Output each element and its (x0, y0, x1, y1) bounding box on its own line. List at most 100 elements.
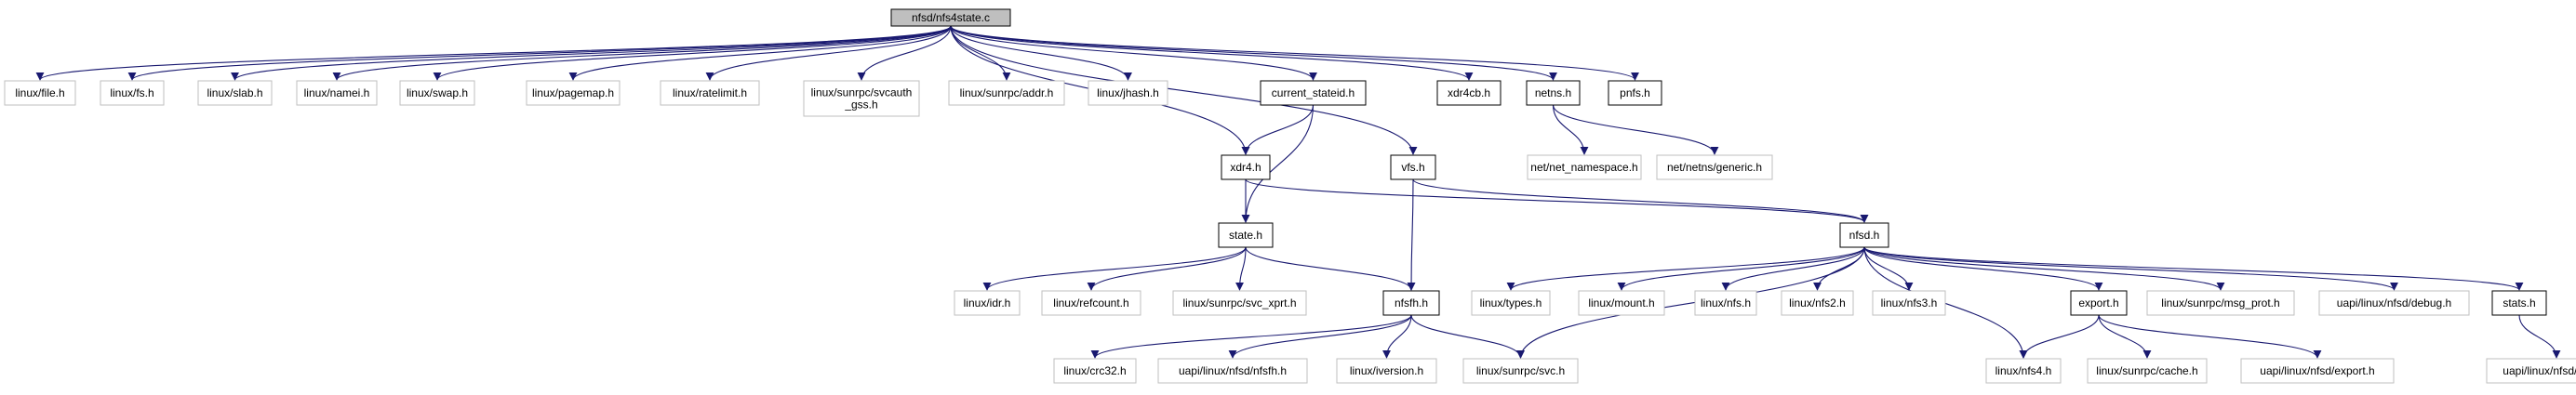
node-box (1526, 80, 1581, 106)
node-box (2240, 358, 2395, 384)
node-label: netns.h (1535, 86, 1571, 99)
edge-nfsd-to-sunrpc-svc (1516, 246, 1865, 359)
node-label: linux/mount.h (1588, 296, 1654, 309)
node-label: vfs.h (1401, 161, 1424, 174)
node-box (1527, 154, 1642, 180)
node-box (4, 80, 76, 106)
node-label: linux/refcount.h (1053, 296, 1128, 309)
node-box (1694, 290, 1757, 316)
node-uapi-nfsfh: uapi/linux/nfsd/nfsfh.h (1157, 358, 1308, 384)
node-linux-idr: linux/idr.h (954, 290, 1021, 316)
node-box (1656, 154, 1773, 180)
node-box (1172, 290, 1307, 316)
node-box (2146, 290, 2295, 316)
node-label: uapi/linux/nfsd/debug.h (2337, 296, 2451, 309)
edge-root-to-linux-file (35, 25, 952, 81)
edge-nfsfh-to-linux-iversion (1382, 314, 1412, 359)
edge-root-to-linux-fs (127, 25, 952, 81)
node-label: linux/sunrpc/addr.h (960, 86, 1054, 99)
node-label: linux/namei.h (304, 86, 370, 99)
edge-export-to-sunrpc-cache (2098, 314, 2152, 359)
node-export[interactable]: export.h (2070, 290, 2128, 316)
node-pnfs[interactable]: pnfs.h (1608, 80, 1662, 106)
edge-nfsd-to-linux-nfs3 (1863, 246, 1914, 291)
edge-root-to-linux-pagemap (568, 25, 952, 81)
node-state[interactable]: state.h (1218, 222, 1274, 248)
edges-layer (35, 25, 2561, 359)
node-vfs[interactable]: vfs.h (1390, 154, 1436, 180)
node-xdr4[interactable]: xdr4.h (1221, 154, 1271, 180)
node-linux-swap: linux/swap.h (399, 80, 475, 106)
node-uapi-debug: uapi/linux/nfsd/debug.h (2318, 290, 2470, 316)
node-box (1781, 290, 1854, 316)
edge-netns-to-net-namespace (1552, 104, 1589, 155)
node-stats[interactable]: stats.h (2491, 290, 2547, 316)
node-linux-nfs2: linux/nfs2.h (1781, 290, 1854, 316)
edge-root-to-current-stateid (950, 25, 1317, 81)
node-label: stats.h (2503, 296, 2535, 309)
node-label: linux/jhash.h (1097, 86, 1159, 99)
node-svc-xprt: linux/sunrpc/svc_xprt.h (1172, 290, 1307, 316)
edge-netns-to-netns-generic (1552, 104, 1719, 155)
node-label: _gss.h (844, 99, 877, 112)
node-box (1608, 80, 1662, 106)
node-linux-file: linux/file.h (4, 80, 76, 106)
node-box (1053, 358, 1137, 384)
edge-nfsd-to-msg-prot (1863, 246, 2225, 291)
edge-export-to-linux-nfs4 (2019, 314, 2100, 359)
node-box (1336, 358, 1437, 384)
edge-state-to-svc-xprt (1235, 246, 1247, 291)
edge-nfsd-to-linux-mount (1617, 246, 1865, 291)
node-sunrpc-addr: linux/sunrpc/addr.h (948, 80, 1065, 106)
node-box (399, 80, 475, 106)
node-netns[interactable]: netns.h (1526, 80, 1581, 106)
node-box (2491, 290, 2547, 316)
edge-root-to-linux-namei (332, 25, 952, 81)
edge-nfsfh-to-uapi-nfsfh (1228, 314, 1412, 359)
node-label: linux/file.h (15, 86, 64, 99)
node-root[interactable]: nfsd/nfs4state.c (890, 8, 1011, 27)
node-box (1839, 222, 1889, 248)
node-label: uapi/linux/nfsd/stats.h (2503, 364, 2576, 377)
node-linux-iversion: linux/iversion.h (1336, 358, 1437, 384)
node-label: linux/ratelimit.h (673, 86, 747, 99)
edge-nfsd-to-linux-nfs (1721, 246, 1865, 291)
node-linux-fs: linux/fs.h (100, 80, 165, 106)
node-nfsd[interactable]: nfsd.h (1839, 222, 1889, 248)
node-label: net/net_namespace.h (1530, 161, 1637, 174)
edge-root-to-linux-slab (231, 25, 952, 81)
node-linux-nfs3: linux/nfs3.h (1872, 290, 1946, 316)
node-box (100, 80, 165, 106)
node-box (803, 80, 920, 117)
edge-state-to-linux-idr (982, 246, 1247, 291)
edge-vfs-to-nfsfh (1407, 178, 1416, 291)
nodes-layer: nfsd/nfs4state.c linux/file.h linux/fs.h li… (4, 8, 2576, 384)
node-nfsfh[interactable]: nfsfh.h (1382, 290, 1440, 316)
node-label: linux/sunrpc/svc.h (1476, 364, 1565, 377)
node-box (1471, 290, 1551, 316)
node-net-namespace: net/net_namespace.h (1527, 154, 1642, 180)
node-xdr4cb[interactable]: xdr4cb.h (1436, 80, 1502, 106)
node-linux-namei: linux/namei.h (296, 80, 378, 106)
node-label: nfsd/nfs4state.c (912, 11, 990, 24)
edge-stats-to-uapi-stats (2518, 314, 2561, 359)
node-box (1436, 80, 1502, 106)
node-label: linux/nfs.h (1701, 296, 1751, 309)
node-netns-generic: net/netns/generic.h (1656, 154, 1773, 180)
node-box (1260, 80, 1367, 106)
node-sunrpc-svc: linux/sunrpc/svc.h (1462, 358, 1579, 384)
node-box (197, 80, 273, 106)
edge-nfsd-to-uapi-debug (1863, 246, 2398, 291)
node-uapi-export: uapi/linux/nfsd/export.h (2240, 358, 2395, 384)
node-current-stateid[interactable]: current_stateid.h (1260, 80, 1367, 106)
edge-root-to-linux-swap (433, 25, 952, 81)
node-label: uapi/linux/nfsd/export.h (2260, 364, 2374, 377)
node-label: xdr4cb.h (1448, 86, 1490, 99)
edge-nfsd-to-linux-types (1506, 246, 1865, 291)
node-box (1578, 290, 1665, 316)
node-box (1382, 290, 1440, 316)
node-label: linux/sunrpc/msg_prot.h (2161, 296, 2279, 309)
node-label: linux/iversion.h (1350, 364, 1423, 377)
